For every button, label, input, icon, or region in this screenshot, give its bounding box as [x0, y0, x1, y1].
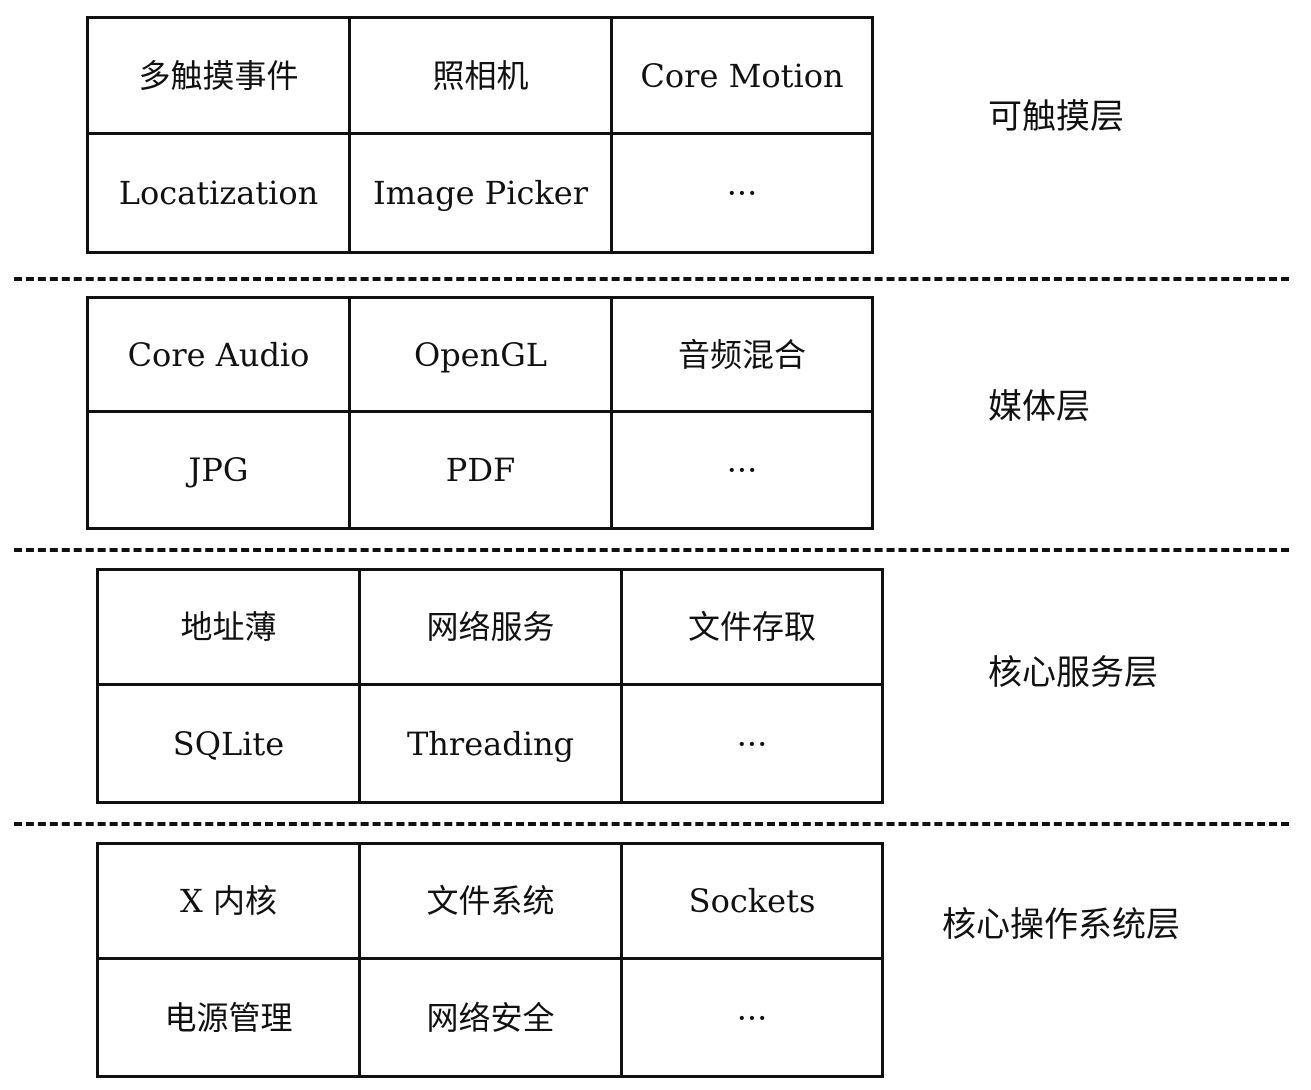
layer-cell-ellipsis: ··· — [736, 724, 768, 763]
layer-cell: Image Picker — [351, 135, 613, 251]
layer-cell: 电源管理 — [99, 960, 361, 1075]
layer-cell: PDF — [351, 413, 613, 527]
layer-cell: Threading — [361, 686, 623, 801]
layer-cell: SQLite — [99, 686, 361, 801]
layer-label-core-services: 核心服务层 — [988, 653, 1158, 693]
layer-cell: 文件存取 — [623, 571, 881, 686]
layer-cell: 地址薄 — [99, 571, 361, 686]
layer-grid-touch: 多触摸事件 照相机 Core Motion Locatization Image… — [86, 16, 874, 254]
layer-grid-media: Core Audio OpenGL 音频混合 JPG PDF ··· — [86, 296, 874, 530]
layer-label-core-os: 核心操作系统层 — [942, 905, 1180, 945]
layer-cell: OpenGL — [351, 299, 613, 413]
layer-cell: 网络安全 — [361, 960, 623, 1075]
layer-separator — [14, 548, 1289, 552]
layer-cell: X 内核 — [99, 845, 361, 960]
layer-cell: Core Motion — [613, 19, 871, 135]
layer-cell-ellipsis: ··· — [736, 998, 768, 1037]
layer-cell: 照相机 — [351, 19, 613, 135]
layer-cell: 音频混合 — [613, 299, 871, 413]
layer-separator — [14, 277, 1289, 281]
layer-cell-ellipsis: ··· — [726, 174, 758, 212]
layer-cell-ellipsis: ··· — [726, 451, 758, 489]
layer-separator — [14, 822, 1289, 826]
layer-grid-core-os: X 内核 文件系统 Sockets 电源管理 网络安全 ··· — [96, 842, 884, 1078]
layer-cell: JPG — [89, 413, 351, 527]
layer-cell: Sockets — [623, 845, 881, 960]
layer-cell: 多触摸事件 — [89, 19, 351, 135]
layer-grid-core-services: 地址薄 网络服务 文件存取 SQLite Threading ··· — [96, 568, 884, 804]
layer-cell: Locatization — [89, 135, 351, 251]
layer-cell: Core Audio — [89, 299, 351, 413]
layer-cell: 网络服务 — [361, 571, 623, 686]
layer-cell: 文件系统 — [361, 845, 623, 960]
layer-label-media: 媒体层 — [988, 387, 1090, 427]
layer-label-touch: 可触摸层 — [988, 97, 1124, 137]
